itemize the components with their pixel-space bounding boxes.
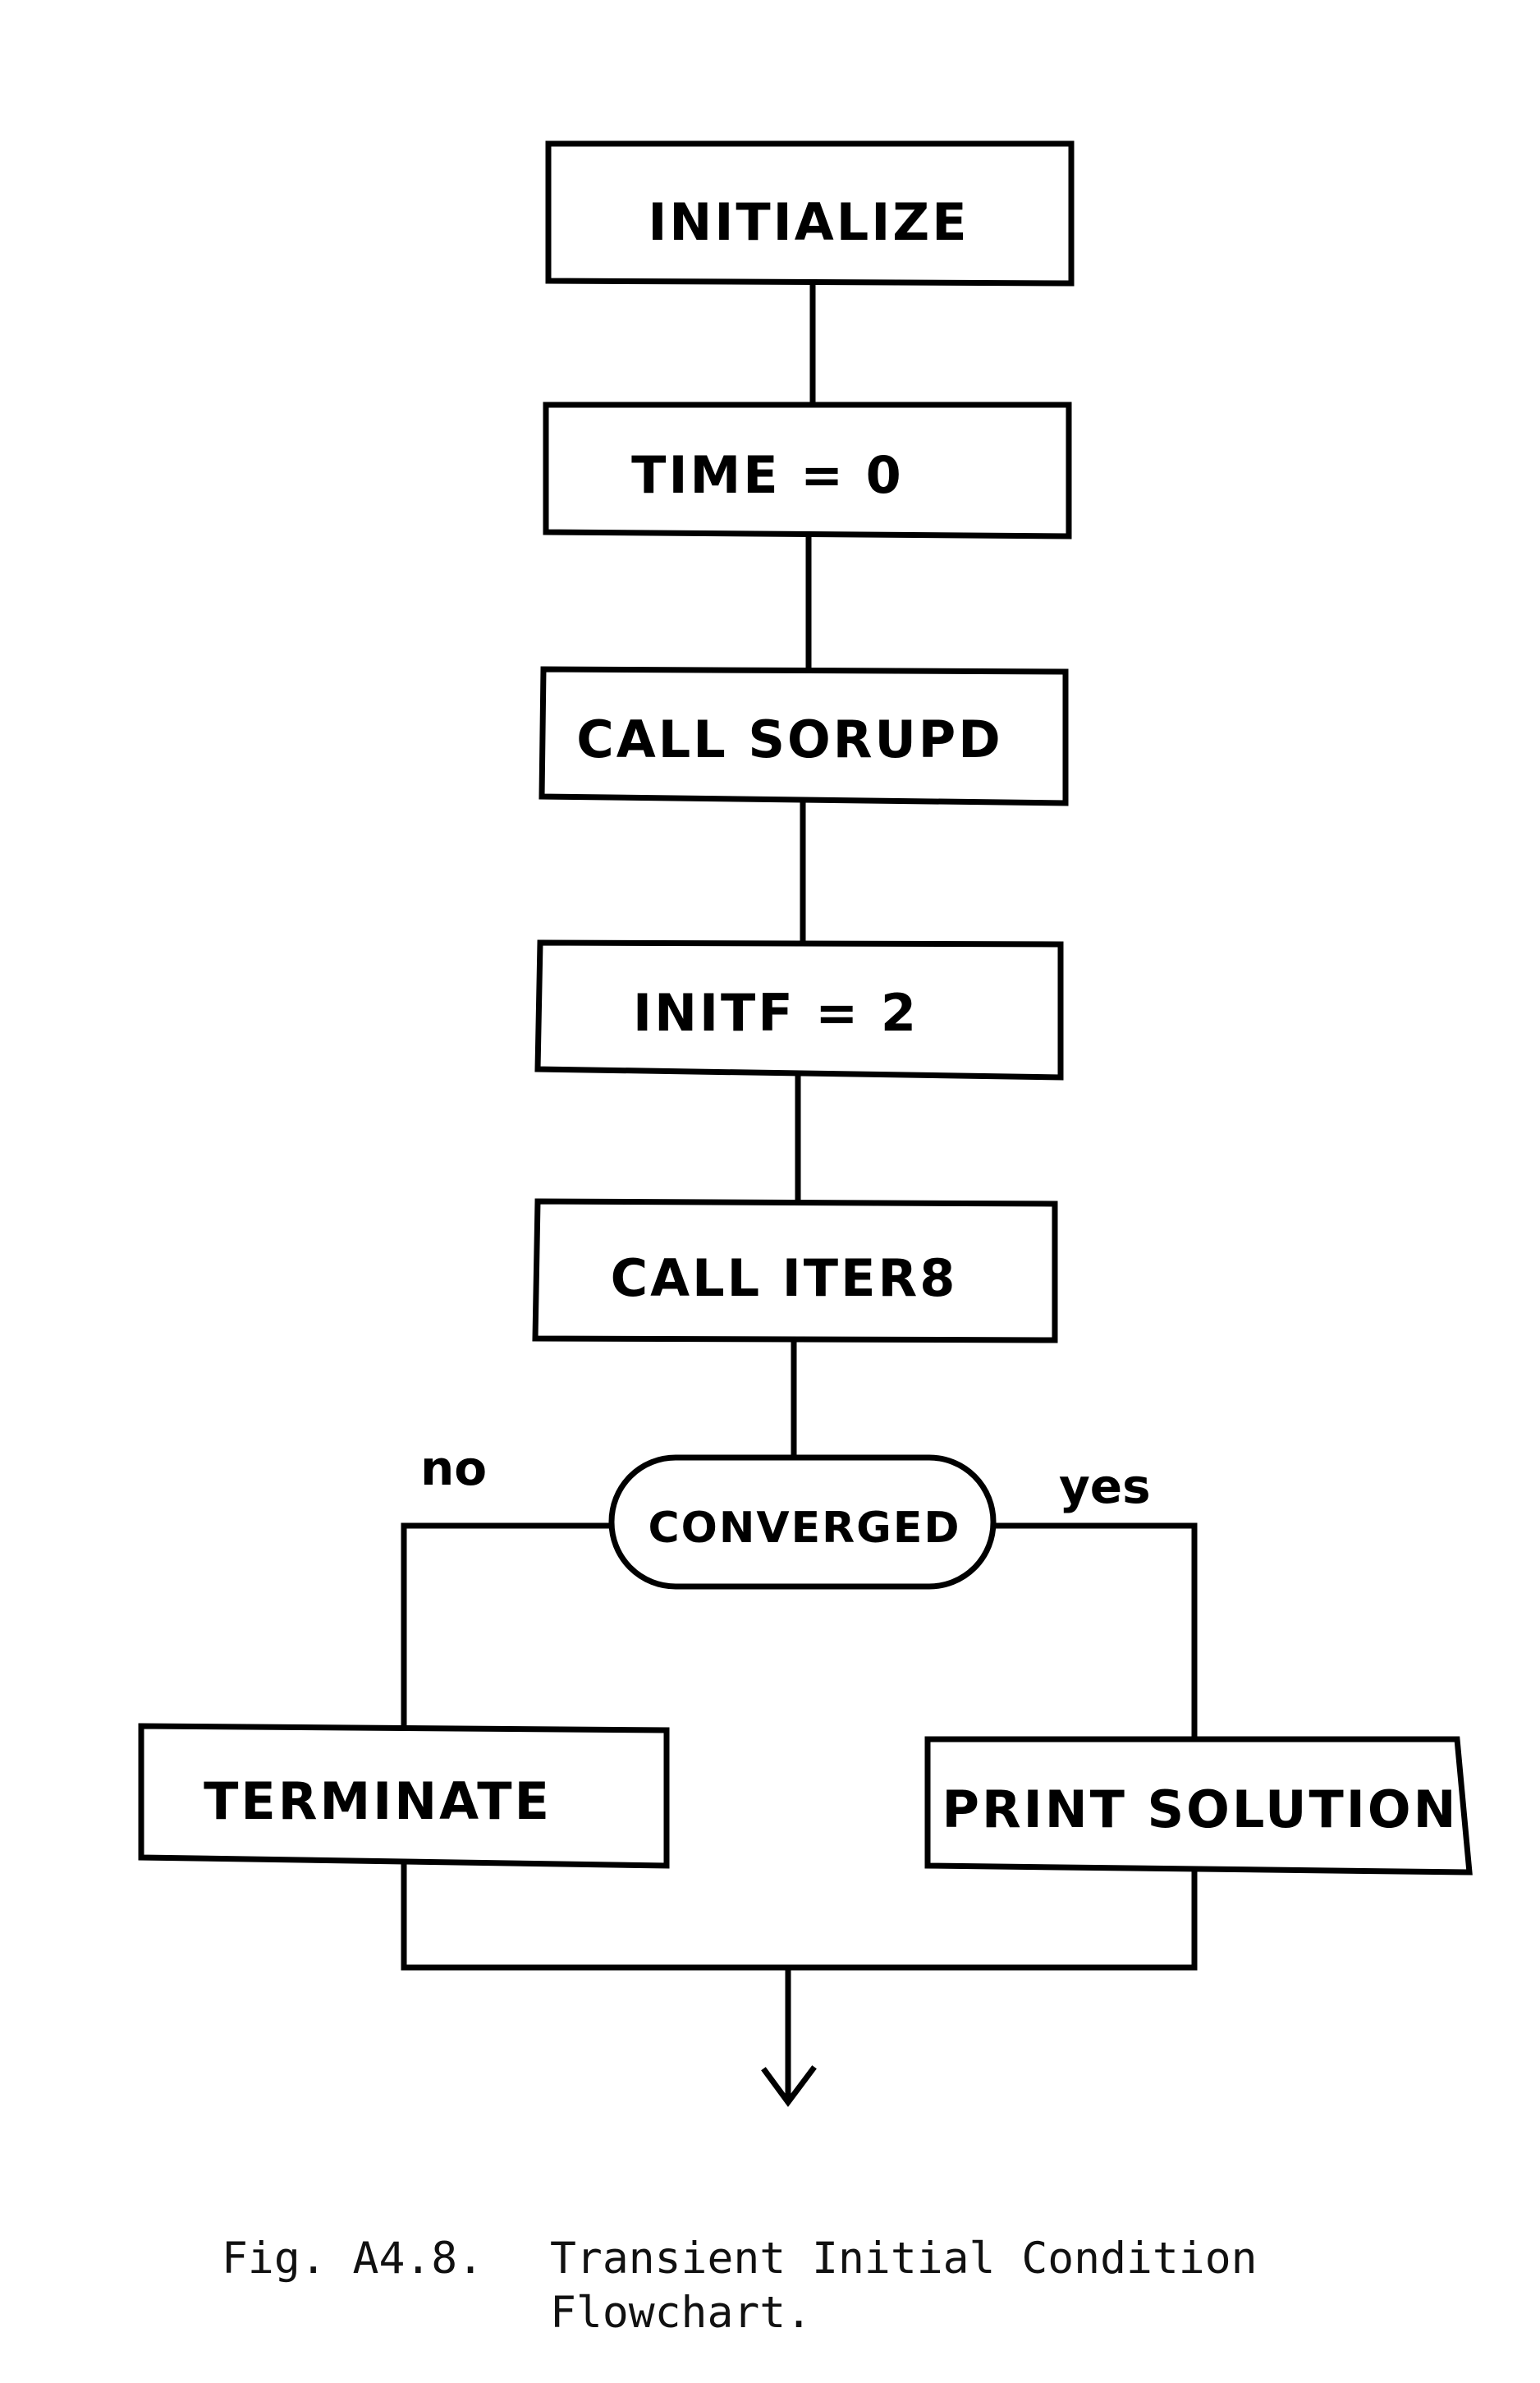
step-call-iter8-label: CALL ITER8 [611,1248,958,1308]
connector-merge [401,1862,1198,1971]
step-call-sorupd-label: CALL SORUPD [576,709,1002,769]
step-call-iter8: CALL ITER8 [532,1198,1058,1343]
decision-converged-label: CONVERGED [648,1504,960,1553]
step-initf-box [534,939,1064,1081]
step-initialize: INITIALIZE [545,140,1075,287]
outcome-terminate-label: TERMINATE [204,1771,552,1831]
step-initf: INITF = 2 [534,939,1064,1081]
step-initialize-label: INITIALIZE [648,192,969,252]
connector-yes-branch [990,1522,1198,1742]
decision-converged: CONVERGED [608,1454,997,1590]
outcome-terminate: TERMINATE [138,1723,670,1869]
step-initf-label: INITF = 2 [633,983,919,1043]
step-time: TIME = 0 [543,402,1072,540]
branch-yes-label: yes [1059,1458,1151,1514]
step-call-sorupd: CALL SORUPD [539,666,1069,806]
branch-no-label: no [420,1440,487,1496]
decision-converged-shape [608,1454,997,1590]
outcome-print-solution-label: PRINT SOLUTION [942,1779,1459,1839]
exit-arrowhead-icon [761,2065,817,2107]
step-time-box [543,402,1072,540]
caption-line-2: Flowchart. [550,2288,813,2338]
outcome-print-solution-box [924,1736,1473,1876]
step-time-label: TIME = 0 [631,445,904,505]
outcome-terminate-box [138,1723,670,1869]
caption-line-1: Transient Initial Condition [550,2234,1258,2284]
figure-number: Fig. A4.8. [222,2234,484,2284]
step-call-sorupd-box [539,666,1069,806]
step-initialize-box [545,140,1075,287]
figure-caption: Fig. A4.8. Transient Initial Condition Fl… [222,2232,1258,2340]
step-call-iter8-box [532,1198,1058,1343]
outcome-print-solution: PRINT SOLUTION [924,1736,1473,1876]
connector-no-branch [401,1522,615,1736]
